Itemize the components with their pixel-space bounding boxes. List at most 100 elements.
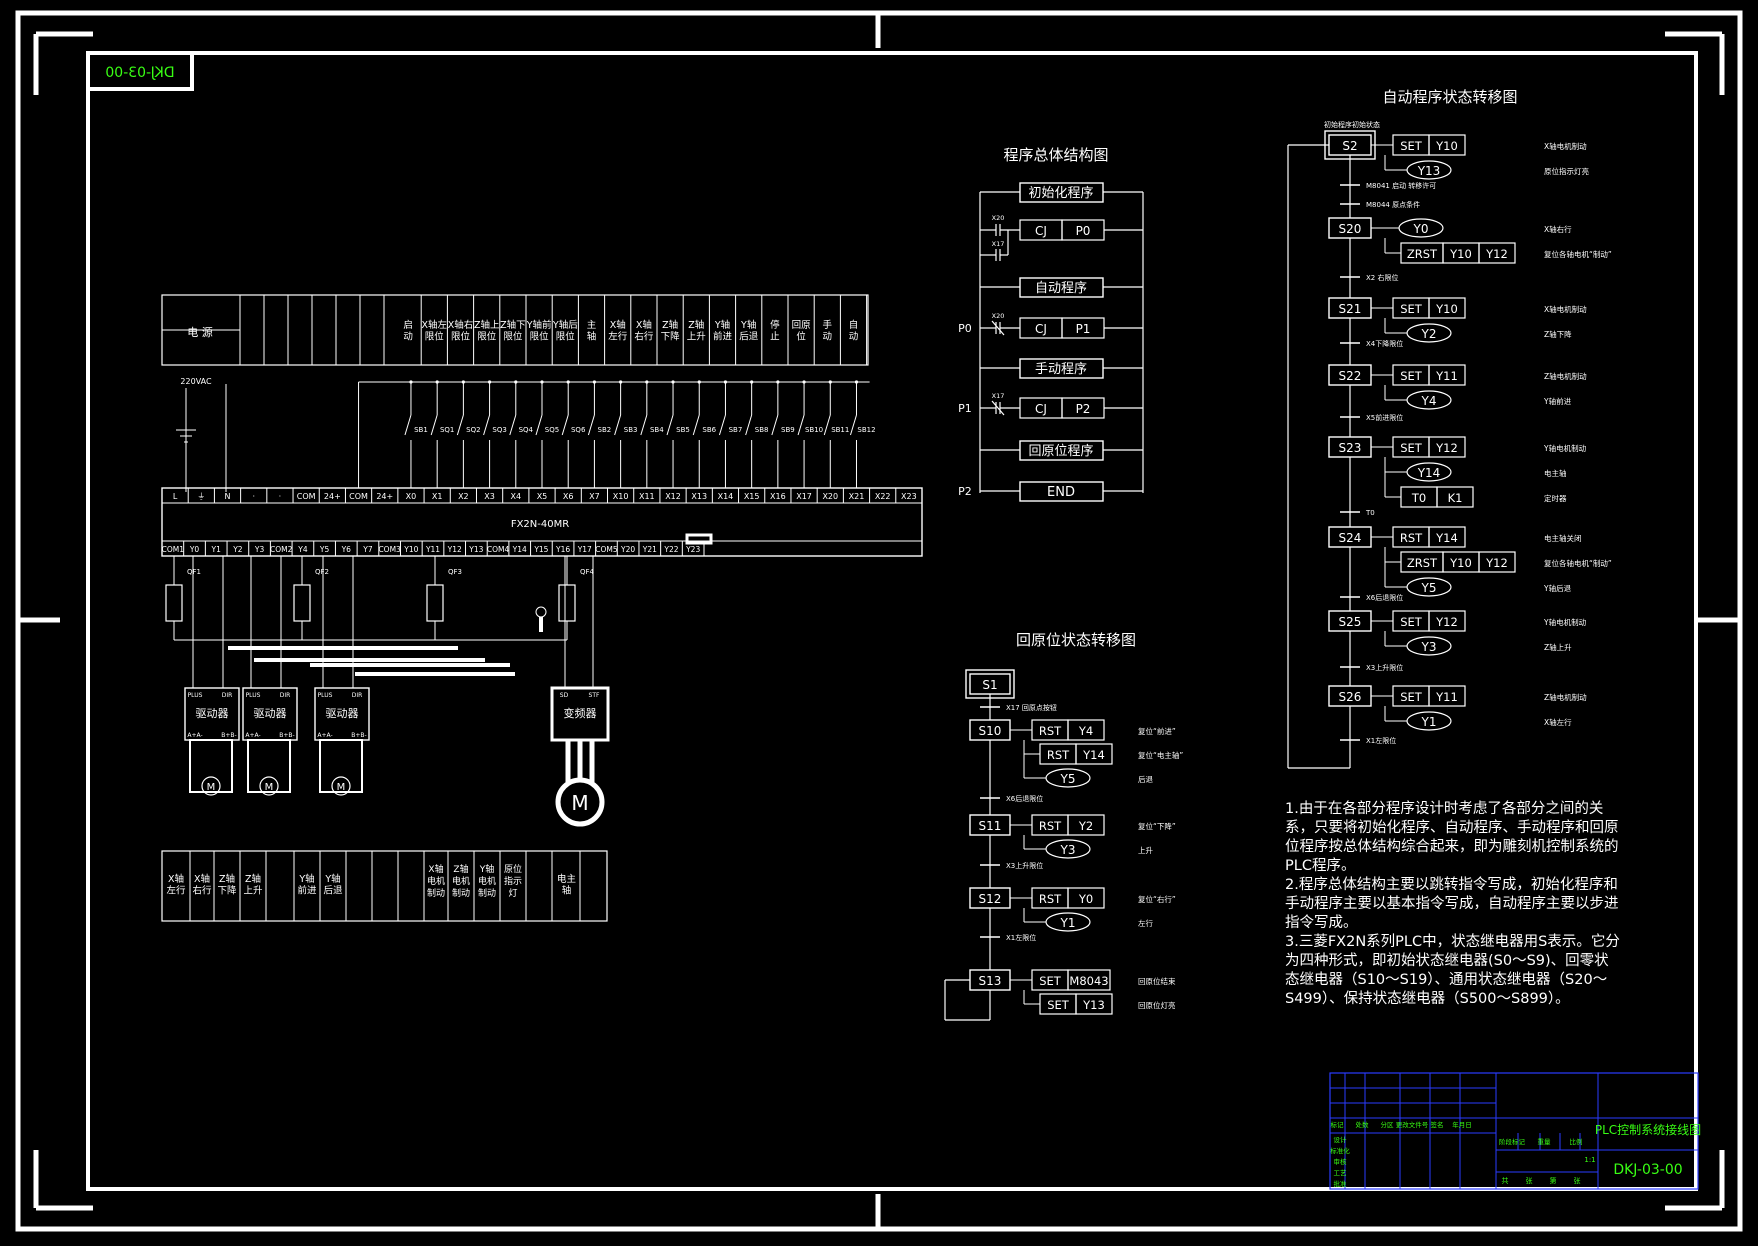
instruction-text: SET — [1400, 615, 1423, 629]
switch-label: SB11 — [831, 426, 849, 434]
cj-label: CJ — [1035, 322, 1047, 336]
input-label-line: 限位 — [425, 331, 445, 343]
input-label-line: X轴右 — [448, 319, 474, 331]
input-label-line: Y轴 — [740, 319, 756, 331]
note-1: 1.由于在各部分程序设计时考虑了各部分之间的关系，只要将初始化程序、自动程序、手… — [1285, 801, 1619, 874]
coil-label: Y4 — [1421, 394, 1437, 408]
input-label-line: 回原 — [792, 320, 811, 331]
contact-label: X20 — [992, 312, 1005, 320]
title-sign-label: 设计 — [1334, 1135, 1348, 1144]
output-label: Z轴下降 — [217, 873, 237, 897]
transition-label: T0 — [1365, 509, 1375, 517]
input-terminal: X1 — [432, 492, 443, 501]
output-terminal: Y5 — [319, 545, 330, 554]
title-row-label: 处数 — [1356, 1120, 1370, 1129]
input-label-line: 动 — [823, 332, 833, 343]
input-label-line: X轴 — [610, 319, 626, 331]
output-label-line: 电主 — [557, 873, 576, 885]
title-sign-label: 标准化 — [1330, 1146, 1350, 1155]
transition-label: X1左限位 — [1366, 736, 1396, 745]
output-label-line: Z轴 — [453, 863, 468, 875]
step-note: Z轴电机制动 — [1544, 692, 1587, 702]
input-label: 主轴 — [587, 319, 597, 343]
input-label-line: 主 — [587, 319, 597, 331]
instruction-text: RST — [1039, 892, 1062, 906]
fuse — [558, 584, 576, 622]
step-note: 复位“下降” — [1138, 821, 1176, 831]
init-note: 初始程序初始状态 — [1324, 120, 1380, 129]
junction-dot — [776, 380, 780, 384]
input-label: Z轴上限位 — [474, 319, 500, 343]
program-block — [1019, 440, 1104, 461]
input-label-line: X轴 — [636, 319, 652, 331]
program-block-label: 初始化程序 — [1028, 186, 1093, 201]
step-note: Y轴电机制动 — [1543, 617, 1587, 627]
step-label: S11 — [979, 819, 1002, 833]
coil-label: Y14 — [1417, 466, 1441, 480]
cj-target: P2 — [1076, 402, 1091, 416]
input-terminal: 24+ — [376, 492, 393, 501]
input-label: X轴右限位 — [448, 319, 474, 343]
switch-label: SB7 — [729, 426, 743, 434]
drawing-frame — [15, 10, 1743, 1232]
instruction-cell — [1478, 551, 1516, 573]
title-row-label: 更改文件号 — [1396, 1120, 1429, 1129]
sheet-label: 张 — [1574, 1176, 1581, 1185]
title-row-label: 分区 — [1381, 1120, 1395, 1129]
input-label-line: Z轴 — [688, 319, 704, 331]
output-terminal: Y3 — [254, 545, 265, 554]
instruction-cell — [1075, 743, 1113, 765]
input-label-line: 限位 — [556, 331, 576, 343]
output-label-line: Y轴 — [324, 873, 340, 885]
instruction-text: Y0 — [1078, 892, 1093, 906]
step-note: 回原位灯亮 — [1138, 1000, 1176, 1010]
step-note: 回原位结束 — [1138, 976, 1176, 986]
output-label-line: Z轴 — [245, 873, 261, 885]
output-terminal: Y7 — [362, 545, 373, 554]
drawing-title: PLC控制系统接线图 — [1595, 1122, 1701, 1137]
transition-label: X4下降限位 — [1366, 339, 1403, 348]
step-note: Z轴下降 — [1544, 329, 1572, 339]
input-label-line: 动 — [849, 332, 859, 343]
input-terminal: X21 — [849, 492, 865, 501]
sheet-label: 第 — [1550, 1176, 1557, 1185]
title-block: 标记处数分区更改文件号签名年月日设计标准化审核工艺批准阶段标记重量比例1:1共张… — [1329, 1072, 1701, 1190]
junction-dot — [854, 380, 859, 384]
input-terminal: X20 — [822, 492, 838, 501]
input-terminal: L — [173, 492, 178, 501]
input-terminal: X16 — [770, 492, 786, 501]
drawing-code-mirrored: DKJ-03-00 — [105, 65, 174, 81]
step-note: 上升 — [1138, 846, 1154, 855]
input-label: 启动 — [403, 319, 413, 343]
stepper-motor — [259, 776, 279, 796]
motor-symbol: M — [337, 782, 346, 793]
instruction-cell — [1067, 887, 1105, 909]
output-label-line: 电机 — [452, 875, 470, 887]
instruction-text: Y10 — [1435, 139, 1458, 153]
instruction-cell — [1428, 297, 1466, 319]
cj-target: P0 — [1076, 224, 1091, 238]
switch-label: SQ6 — [571, 426, 586, 434]
coil-label: Y1 — [1421, 715, 1437, 729]
output-label-line: 电机 — [427, 875, 445, 887]
junction-dot — [828, 380, 832, 384]
motor-symbol: M — [265, 782, 274, 793]
input-terminal: X6 — [563, 492, 574, 501]
step-note: 左行 — [1138, 918, 1154, 928]
input-label-line: 限位 — [477, 331, 497, 343]
instruction-text: Y14 — [1435, 531, 1458, 545]
input-terminal: X23 — [901, 492, 917, 501]
output-terminal: Y16 — [555, 545, 570, 554]
input-label-line: 动 — [403, 332, 413, 343]
transition-label: X6后退限位 — [1366, 593, 1403, 602]
output-label-line: 前进 — [297, 885, 317, 897]
step-note: 电主轴 — [1544, 468, 1567, 478]
input-label-line: 下降 — [661, 331, 681, 343]
instruction-cell — [1075, 993, 1113, 1015]
junction-dot — [487, 380, 492, 384]
driver-pin: PLUS — [188, 692, 203, 699]
output-label: X轴右行 — [192, 873, 212, 897]
input-label-line: 自 — [849, 319, 859, 331]
output-label-line: 下降 — [217, 885, 237, 897]
